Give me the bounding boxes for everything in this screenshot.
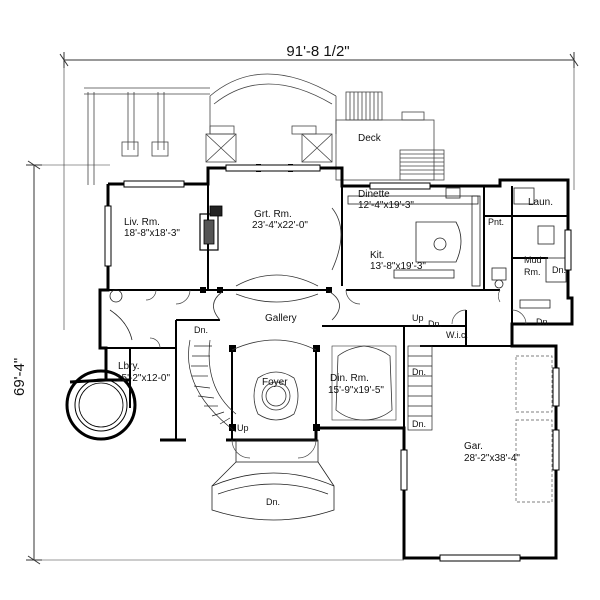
dining-room-size: 15'-9"x19'-5" <box>328 385 384 396</box>
kitchen-fixtures <box>109 187 567 521</box>
pantry-label: Pnt. <box>488 217 505 227</box>
curved-stair <box>188 339 237 433</box>
stair-down-label-2: Dn. <box>428 319 443 329</box>
mud-down-label: Dn. <box>536 317 551 327</box>
dimension-lines <box>26 52 579 565</box>
garage-label: Gar. <box>464 441 483 452</box>
living-room-size: 18'-8"x18'-3" <box>124 228 180 239</box>
stair-up-label: Up <box>237 423 249 433</box>
mud-room-label: Mud <box>524 255 542 265</box>
stair-down-label-4: Dn. <box>412 419 427 429</box>
stair-down-label-3: Dn. <box>412 367 427 377</box>
portico-down-label: Dn. <box>266 497 281 507</box>
dining-room-label: Din. Rm. <box>330 373 369 384</box>
dinette-label: Dinette <box>358 189 390 200</box>
stair-up-label-2: Up <box>412 313 424 323</box>
mud-down-label-2: Dn. <box>552 265 567 275</box>
library-label: Lbry. <box>118 361 140 372</box>
overall-width-dimension: 91'-8 1/2" <box>286 43 350 60</box>
library-rotunda <box>65 369 137 441</box>
deck-label: Deck <box>358 133 381 144</box>
gallery-label: Gallery <box>265 313 297 324</box>
kitchen-size: 13'-8"x19'-3" <box>370 261 426 272</box>
dinette-size: 12'-4"x19'-3" <box>358 200 414 211</box>
library-size: 15'-2"x12-0" <box>116 373 171 384</box>
deck-structure <box>84 73 445 185</box>
overall-depth-dimension: 69'-4" <box>11 357 28 396</box>
garage-stair <box>407 345 433 431</box>
laundry-label: Laun. <box>528 197 554 208</box>
mud-room-label-2: Rm. <box>524 267 541 277</box>
kitchen-label: Kit. <box>370 250 385 261</box>
living-room-label: Liv. Rm. <box>124 217 160 228</box>
foyer-label: Foyer <box>262 377 288 388</box>
garage-doors <box>515 355 553 503</box>
garage-size: 28'-2"x38'-4" <box>464 453 520 464</box>
columns <box>200 164 332 431</box>
windows <box>104 164 572 562</box>
great-room-label: Grt. Rm. <box>254 209 292 220</box>
walk-in-closet-label: W.i.c. <box>446 330 468 340</box>
stair-down-label: Dn. <box>194 325 209 335</box>
door-swings <box>145 289 527 459</box>
interior-walls <box>100 168 568 440</box>
great-room-size: 23'-4"x22'-0" <box>252 220 308 231</box>
interior-details <box>199 205 397 421</box>
